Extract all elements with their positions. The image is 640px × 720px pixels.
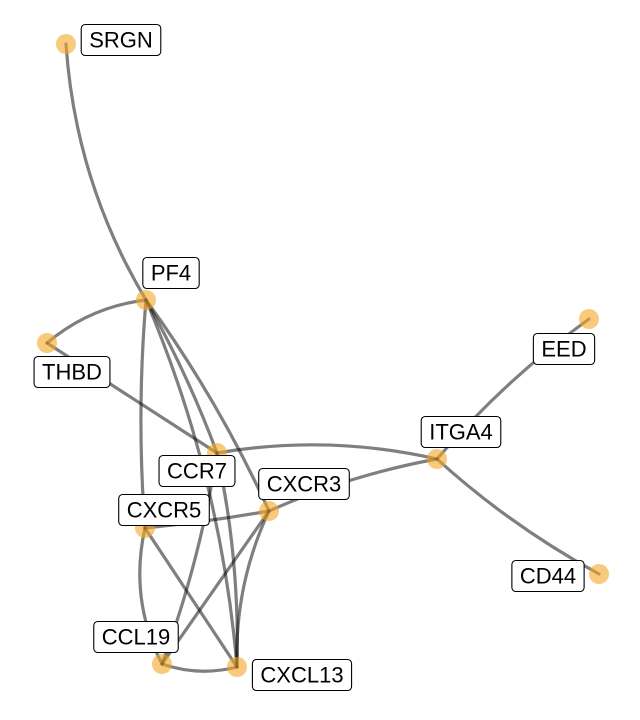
node-label-box-thbd (33, 355, 111, 389)
node-label-box-ccl19 (93, 620, 179, 654)
node-cxcr3[interactable] (259, 501, 279, 521)
edge-itga4-cd44 (435, 457, 601, 576)
node-label-srgn: SRGN (80, 23, 162, 57)
node-thbd[interactable] (37, 333, 57, 353)
node-itga4[interactable] (427, 449, 447, 469)
edge-ccl19-cxcl13 (160, 662, 239, 673)
node-label-text-itga4: ITGA4 (429, 420, 493, 445)
edge-pf4-thbd (45, 298, 148, 345)
node-label-box-cxcr3 (258, 467, 350, 501)
node-label-box-srgn (80, 23, 162, 57)
node-eed[interactable] (579, 309, 599, 329)
node-label-cxcl13: CXCL13 (251, 658, 353, 692)
node-label-text-cxcl13: CXCL13 (260, 663, 343, 688)
node-label-box-pf4 (142, 256, 200, 290)
node-label-ccr7: CCR7 (158, 454, 236, 488)
node-label-box-cxcr5 (118, 493, 210, 527)
node-label-itga4: ITGA4 (420, 415, 502, 449)
node-label-cxcr5: CXCR5 (118, 493, 210, 527)
edge-cxcr5-cxcl13 (143, 526, 239, 669)
node-label-text-cxcr3: CXCR3 (267, 472, 342, 497)
node-label-text-srgn: SRGN (89, 28, 153, 53)
node-label-thbd: THBD (33, 355, 111, 389)
node-label-text-pf4: PF4 (151, 261, 191, 286)
node-label-pf4: PF4 (142, 256, 200, 290)
node-cxcl13[interactable] (227, 657, 247, 677)
node-label-cd44: CD44 (511, 559, 585, 593)
edge-pf4-cxcr3 (144, 298, 271, 513)
node-cd44[interactable] (589, 564, 609, 584)
edge-cxcr3-itga4 (267, 457, 439, 513)
node-pf4[interactable] (136, 290, 156, 310)
node-label-text-cd44: CD44 (520, 564, 576, 589)
node-label-text-eed: EED (541, 337, 586, 362)
node-label-box-cxcl13 (251, 658, 353, 692)
node-label-text-ccl19: CCL19 (102, 625, 170, 650)
edge-cxcr3-cxcl13 (235, 509, 271, 669)
node-label-box-ccr7 (158, 454, 236, 488)
node-label-eed: EED (532, 332, 596, 366)
edge-pf4-cxcr5 (139, 298, 148, 530)
edge-pf4-ccr7 (144, 298, 219, 455)
node-label-box-eed (532, 332, 596, 366)
node-label-ccl19: CCL19 (93, 620, 179, 654)
node-label-box-cd44 (511, 559, 585, 593)
edge-srgn-pf4 (64, 42, 148, 302)
node-label-box-itga4 (420, 415, 502, 449)
node-label-text-ccr7: CCR7 (167, 459, 227, 484)
node-label-text-cxcr5: CXCR5 (127, 498, 202, 523)
node-srgn[interactable] (56, 34, 76, 54)
node-label-cxcr3: CXCR3 (258, 467, 350, 501)
edge-ccr7-itga4 (215, 443, 439, 461)
node-ccl19[interactable] (152, 654, 172, 674)
node-label-text-thbd: THBD (42, 360, 102, 385)
